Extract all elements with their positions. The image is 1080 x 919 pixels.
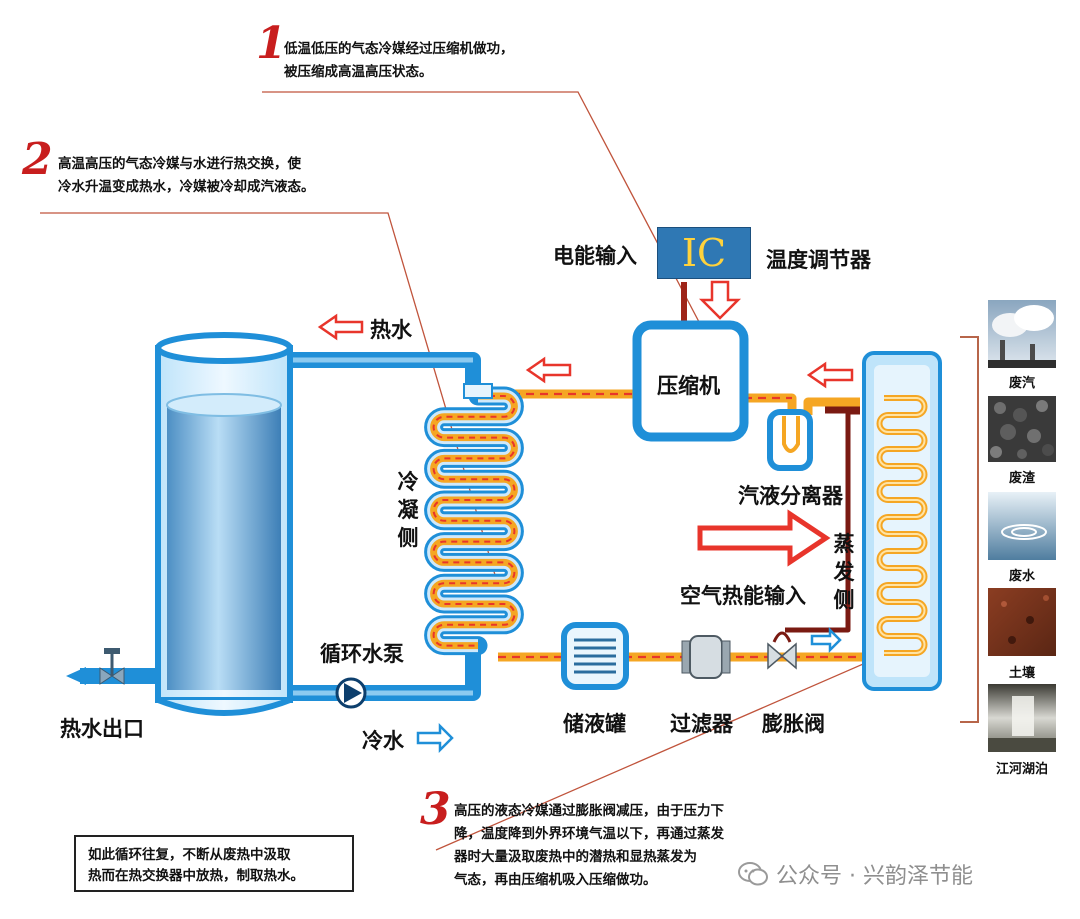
waste-slag-image [988, 396, 1056, 462]
expansion-valve-label: 膨胀阀 [762, 712, 825, 736]
storage-tank-label: 储液罐 [563, 712, 626, 736]
step-3-line: 高压的液态冷媒通过膨胀阀减压，由于压力下 [454, 803, 724, 819]
expansion-valve [767, 631, 797, 670]
hot-water-outlet-label: 热水出口 [60, 717, 144, 741]
step-2-text: 高温高压的气态冷媒与水进行热交换，使 冷水升温变成热水，冷媒被冷却成汽液态。 [58, 153, 315, 199]
air-heat-arrow [697, 509, 831, 567]
step-2-number: 2 [22, 134, 53, 185]
step-1-line: 低温低压的气态冷媒经过压缩机做功， [284, 41, 514, 57]
circulation-pump-label: 循环水泵 [320, 642, 404, 666]
temp-controller-label: 温度调节器 [766, 248, 871, 272]
evaporator-in-arrow [810, 626, 842, 654]
watermark-text: 公众号 · 兴韵泽节能 [776, 864, 973, 889]
river-lake-image [988, 684, 1056, 752]
heat-source-name: 废渣 [1008, 471, 1035, 486]
ic-controller: IC [657, 227, 751, 279]
waste-water-image [988, 492, 1056, 560]
gas-liquid-separator [767, 409, 813, 471]
step-3-line: 气态，再由压缩机吸入压缩做功。 [454, 872, 657, 888]
soil-image [988, 588, 1056, 656]
step-2-line: 高温高压的气态冷媒与水进行热交换，使 [58, 156, 301, 172]
flow-arrows [317, 280, 854, 754]
power-input-label: 电能输入 [553, 244, 637, 268]
heat-source-name: 土壤 [1008, 666, 1035, 681]
step-3-line: 降，温度降到外界环境气温以下，再通过蒸发 [454, 826, 724, 842]
power-down-arrow [698, 280, 742, 320]
compressor-out-arrow [525, 356, 572, 384]
heat-source-name: 废水 [1008, 569, 1035, 584]
water-pipes-inner [290, 357, 473, 696]
air-heat-label: 空气热能输入 [680, 584, 806, 608]
cold-water-arrow [416, 722, 454, 754]
liquid-storage-tank [561, 622, 629, 690]
cold-water-label: 冷水 [362, 729, 404, 753]
step-3-line: 器时大量汲取废热中的潜热和显热蒸发为 [454, 849, 697, 865]
step-1-line: 被压缩成高温高压状态。 [284, 64, 433, 80]
outlet-valve [66, 648, 125, 685]
separator-label: 汽液分离器 [738, 484, 843, 508]
waste-steam-image [988, 300, 1056, 368]
evaporator [862, 351, 942, 691]
heat-source-images [988, 300, 1056, 752]
heat-source-bracket [960, 336, 979, 723]
evaporator-out-arrow [806, 361, 854, 389]
compressor-label: 压缩机 [657, 374, 720, 398]
step-1-text: 低温低压的气态冷媒经过压缩机做功， 被压缩成高温高压状态。 [284, 38, 514, 84]
watermark: 公众号 · 兴韵泽节能 [738, 858, 973, 890]
step-1-number: 1 [256, 18, 287, 69]
filter-label: 过滤器 [670, 712, 733, 736]
wechat-icon [738, 862, 768, 886]
evaporator-side-label: 蒸发侧 [833, 532, 855, 612]
compressor-box [632, 320, 749, 442]
step-3-text: 高压的液态冷媒通过膨胀阀减压，由于压力下 降，温度降到外界环境气温以下，再通过蒸… [454, 800, 724, 892]
condenser-side-label: 冷凝侧 [397, 470, 419, 550]
hot-water-arrow [317, 313, 364, 341]
circulation-pump [335, 677, 367, 709]
water-tank [155, 332, 293, 716]
filter [681, 635, 731, 679]
summary-line: 如此循环往复，不断从废热中汲取 [88, 847, 291, 863]
summary-box: 如此循环往复，不断从废热中汲取 热而在热交换器中放热，制取热水。 [74, 835, 354, 892]
step-2-line: 冷水升温变成热水，冷媒被冷却成汽液态。 [58, 179, 315, 195]
heat-source-name: 江河湖泊 [995, 762, 1048, 777]
summary-line: 热而在热交换器中放热，制取热水。 [88, 868, 304, 884]
hot-water-label: 热水 [370, 318, 412, 342]
heat-source-name: 废汽 [1008, 376, 1035, 391]
step-3-number: 3 [420, 784, 451, 835]
condenser-coil [424, 383, 524, 656]
